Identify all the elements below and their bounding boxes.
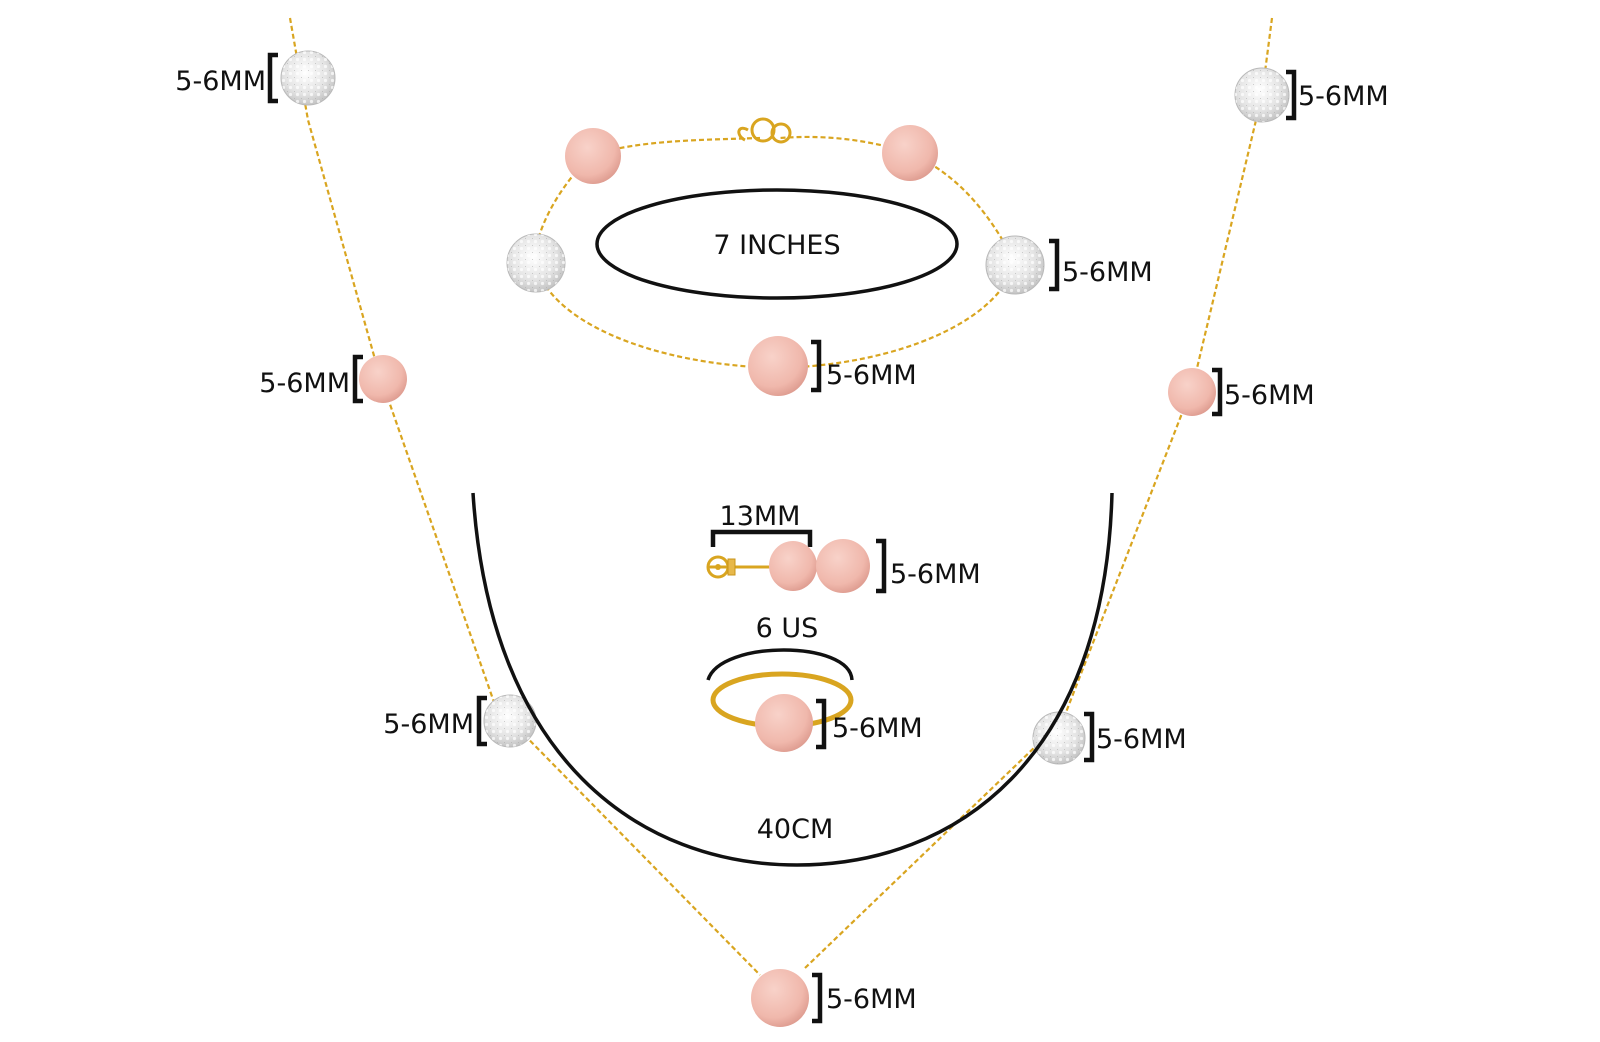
bracelet-clasp — [737, 117, 792, 144]
earring-pearl-front — [816, 539, 870, 593]
bracket-earring-length — [710, 529, 813, 547]
label-bracelet-bottom: 5-6MM — [826, 360, 917, 391]
bracket-necklace-bottom — [812, 972, 823, 1024]
necklace-pearl-mid-left — [359, 355, 407, 403]
earrings: 13MM 5-6MM — [706, 501, 981, 594]
earring-pearl-side — [769, 541, 817, 591]
bracelet-pearl-bottom — [748, 336, 808, 396]
bracelet-length-ellipse — [595, 188, 959, 300]
label-bracelet-right: 5-6MM — [1062, 257, 1153, 288]
label-necklace-length: 40CM — [757, 814, 834, 845]
bracket-necklace-top-left — [267, 52, 278, 104]
ring-pearl — [755, 694, 813, 752]
bracelet-crystal-left — [506, 233, 566, 293]
bracket-necklace-mid-right — [1212, 367, 1223, 417]
label-necklace-top-left: 5-6MM — [175, 66, 266, 97]
label-earring-pearl: 5-6MM — [890, 559, 981, 590]
necklace-chain-right — [804, 17, 1274, 969]
necklace-crystal-top-right — [1234, 67, 1290, 123]
bracket-necklace-low-left — [476, 695, 487, 747]
necklace-crystal-low-right — [1032, 711, 1086, 765]
ring-size-arc — [706, 648, 854, 681]
label-necklace-bottom: 5-6MM — [826, 984, 917, 1015]
earring-back-post — [706, 555, 772, 579]
necklace-crystal-low-left — [483, 694, 537, 748]
label-necklace-mid-left: 5-6MM — [259, 368, 350, 399]
necklace-chain-left — [288, 17, 761, 976]
necklace-crystal-top-left — [280, 50, 336, 106]
label-ring-size: 6 US — [756, 613, 819, 644]
label-bracelet-length: 7 INCHES — [713, 230, 840, 261]
label-necklace-low-right: 5-6MM — [1096, 724, 1187, 755]
bracket-ring-pearl — [816, 698, 827, 750]
bracelet-pearl-top-left — [565, 128, 621, 184]
label-necklace-mid-right: 5-6MM — [1224, 380, 1315, 411]
bracket-necklace-top-right — [1286, 69, 1297, 121]
bracelet-pearl-top-right — [882, 125, 938, 181]
label-earring-length: 13MM — [720, 501, 801, 532]
bracket-bracelet-bottom — [811, 339, 822, 393]
necklace-length-arc — [471, 492, 1114, 867]
label-necklace-top-right: 5-6MM — [1298, 81, 1389, 112]
necklace-pearl-bottom — [751, 969, 809, 1027]
bracket-earring-pearl — [876, 538, 887, 594]
bracelet: 5-6MM 5-6MM 7 INCHES — [506, 117, 1153, 396]
label-ring-pearl: 5-6MM — [832, 713, 923, 744]
bracket-necklace-mid-left — [352, 354, 363, 404]
bracelet-crystal-right — [985, 235, 1045, 295]
necklace: 5-6MM 5-6MM 5-6MM 5-6MM 5-6MM — [175, 17, 1389, 1027]
bracket-bracelet-right — [1049, 238, 1060, 292]
label-necklace-low-left: 5-6MM — [383, 709, 474, 740]
necklace-pearl-mid-right — [1168, 368, 1216, 416]
bracket-necklace-low-right — [1084, 711, 1095, 763]
ring: 6 US 5-6MM — [706, 613, 923, 752]
